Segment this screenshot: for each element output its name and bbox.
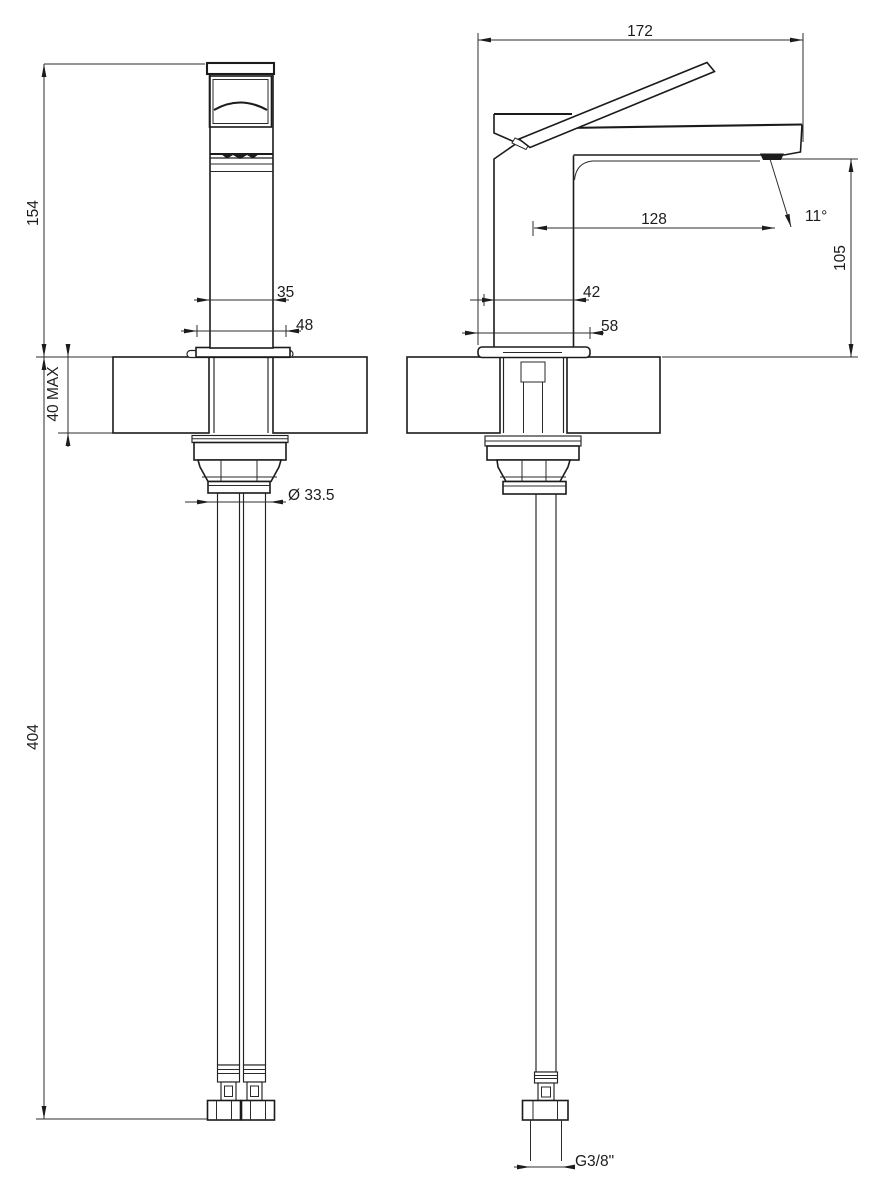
fixing-flange bbox=[193, 441, 287, 461]
arrowhead bbox=[273, 297, 286, 303]
arrowhead bbox=[478, 37, 491, 43]
arrowhead bbox=[286, 328, 299, 334]
hex-nut-facets bbox=[216, 1100, 232, 1120]
ferrule-lines bbox=[217, 1069, 240, 1074]
dim-label-body-depth: 42 bbox=[583, 284, 600, 301]
dim-label-base-depth: 58 bbox=[601, 318, 618, 335]
shank-channel bbox=[520, 361, 546, 383]
arrowhead bbox=[184, 328, 197, 334]
dim-label-height: 154 bbox=[25, 200, 42, 226]
braided-hose-right bbox=[242, 492, 267, 1066]
handle-arc bbox=[213, 101, 268, 111]
shank-channel-lines bbox=[523, 382, 543, 433]
countertop-left-slab bbox=[406, 356, 501, 434]
hose-neck bbox=[220, 1081, 237, 1102]
arrowhead bbox=[41, 344, 47, 357]
dim-label-hose-thread: G3/8" bbox=[575, 1153, 614, 1170]
shank-tube bbox=[213, 357, 269, 433]
countertop-left-slab bbox=[112, 356, 210, 434]
hose-hex-nut bbox=[240, 1099, 276, 1121]
braided-hose-left bbox=[216, 492, 241, 1066]
hose-hex-nut bbox=[521, 1099, 569, 1121]
extension-lines bbox=[36, 33, 858, 1120]
dim-label-spout-angle: 11° bbox=[805, 208, 827, 225]
nut-plate bbox=[207, 480, 271, 494]
hose-neck-detail bbox=[250, 1085, 259, 1097]
braided-hose bbox=[535, 493, 557, 1073]
arrowhead bbox=[41, 64, 47, 77]
dim-label-base-width: 48 bbox=[296, 317, 313, 334]
faucet-body bbox=[209, 72, 274, 349]
arrowhead bbox=[65, 433, 71, 446]
arrowhead bbox=[517, 1164, 530, 1170]
body-back-edge bbox=[493, 114, 519, 347]
dim-label-shank-diameter: Ø 33.5 bbox=[288, 487, 335, 504]
handle-window bbox=[208, 75, 273, 128]
fixing-nut bbox=[496, 459, 572, 483]
aerator bbox=[760, 153, 784, 160]
dim-label-spout-height: 105 bbox=[832, 245, 849, 271]
spout-tip-underside bbox=[573, 124, 803, 156]
handle-cap bbox=[205, 61, 276, 76]
dim-label-deck-thickness: 40 MAX bbox=[45, 366, 62, 422]
countertop-right-slab bbox=[566, 356, 661, 434]
arrowhead bbox=[784, 213, 791, 227]
thread-stub bbox=[530, 1120, 562, 1161]
spout-top-edge bbox=[565, 123, 803, 130]
arrowhead bbox=[848, 344, 854, 357]
fixing-flange bbox=[486, 445, 580, 461]
nut-plate bbox=[502, 480, 567, 495]
dim-label-body-width: 35 bbox=[277, 284, 294, 301]
fixing-nut-facets bbox=[500, 460, 566, 481]
arrowhead bbox=[465, 330, 478, 336]
arrowhead bbox=[573, 297, 586, 303]
dim-label-spout-reach: 128 bbox=[641, 211, 667, 228]
spout-corner-fillet bbox=[574, 160, 593, 181]
dim-line-spout-reach bbox=[532, 221, 775, 236]
arrowhead bbox=[482, 297, 495, 303]
hex-nut-facets bbox=[250, 1100, 266, 1120]
hose-neck-detail bbox=[541, 1086, 551, 1098]
arrowhead bbox=[41, 1106, 47, 1119]
hose-neck bbox=[537, 1082, 555, 1102]
arrowhead bbox=[197, 297, 210, 303]
handle-window-inner bbox=[212, 79, 269, 124]
ferrule-lines bbox=[534, 1075, 558, 1079]
shank-tube bbox=[502, 357, 565, 433]
arrowhead bbox=[534, 225, 547, 231]
hose-hex-nut bbox=[206, 1099, 242, 1121]
fixing-nut bbox=[196, 459, 283, 483]
base-plate bbox=[195, 346, 291, 358]
arrowhead bbox=[790, 37, 803, 43]
fixing-nut-facets bbox=[202, 460, 277, 481]
lever-handle bbox=[517, 61, 716, 149]
arrowhead bbox=[590, 330, 603, 336]
side-view bbox=[406, 61, 803, 1161]
hex-nut-facets bbox=[532, 1100, 558, 1120]
hose-neck bbox=[246, 1081, 263, 1102]
dim-label-total-depth: 172 bbox=[627, 23, 653, 40]
arrowhead bbox=[41, 357, 47, 370]
arrowhead bbox=[848, 159, 854, 172]
arrowhead bbox=[65, 344, 71, 357]
aerator-front bbox=[221, 154, 259, 159]
arrowhead bbox=[270, 499, 283, 505]
ferrule-lines bbox=[243, 1069, 266, 1074]
dim-label-hose-length: 404 bbox=[25, 724, 42, 750]
front-view bbox=[112, 61, 368, 1121]
arrowhead bbox=[562, 1164, 575, 1170]
hose-ferrule bbox=[533, 1071, 559, 1084]
hose-neck-detail bbox=[224, 1085, 233, 1097]
arrowhead bbox=[197, 499, 210, 505]
countertop-right-slab bbox=[272, 356, 368, 434]
arrowhead bbox=[762, 225, 775, 231]
dimension-annotations: 154 404 40 MAX 35 48 Ø 33.5 172 bbox=[25, 23, 854, 1170]
